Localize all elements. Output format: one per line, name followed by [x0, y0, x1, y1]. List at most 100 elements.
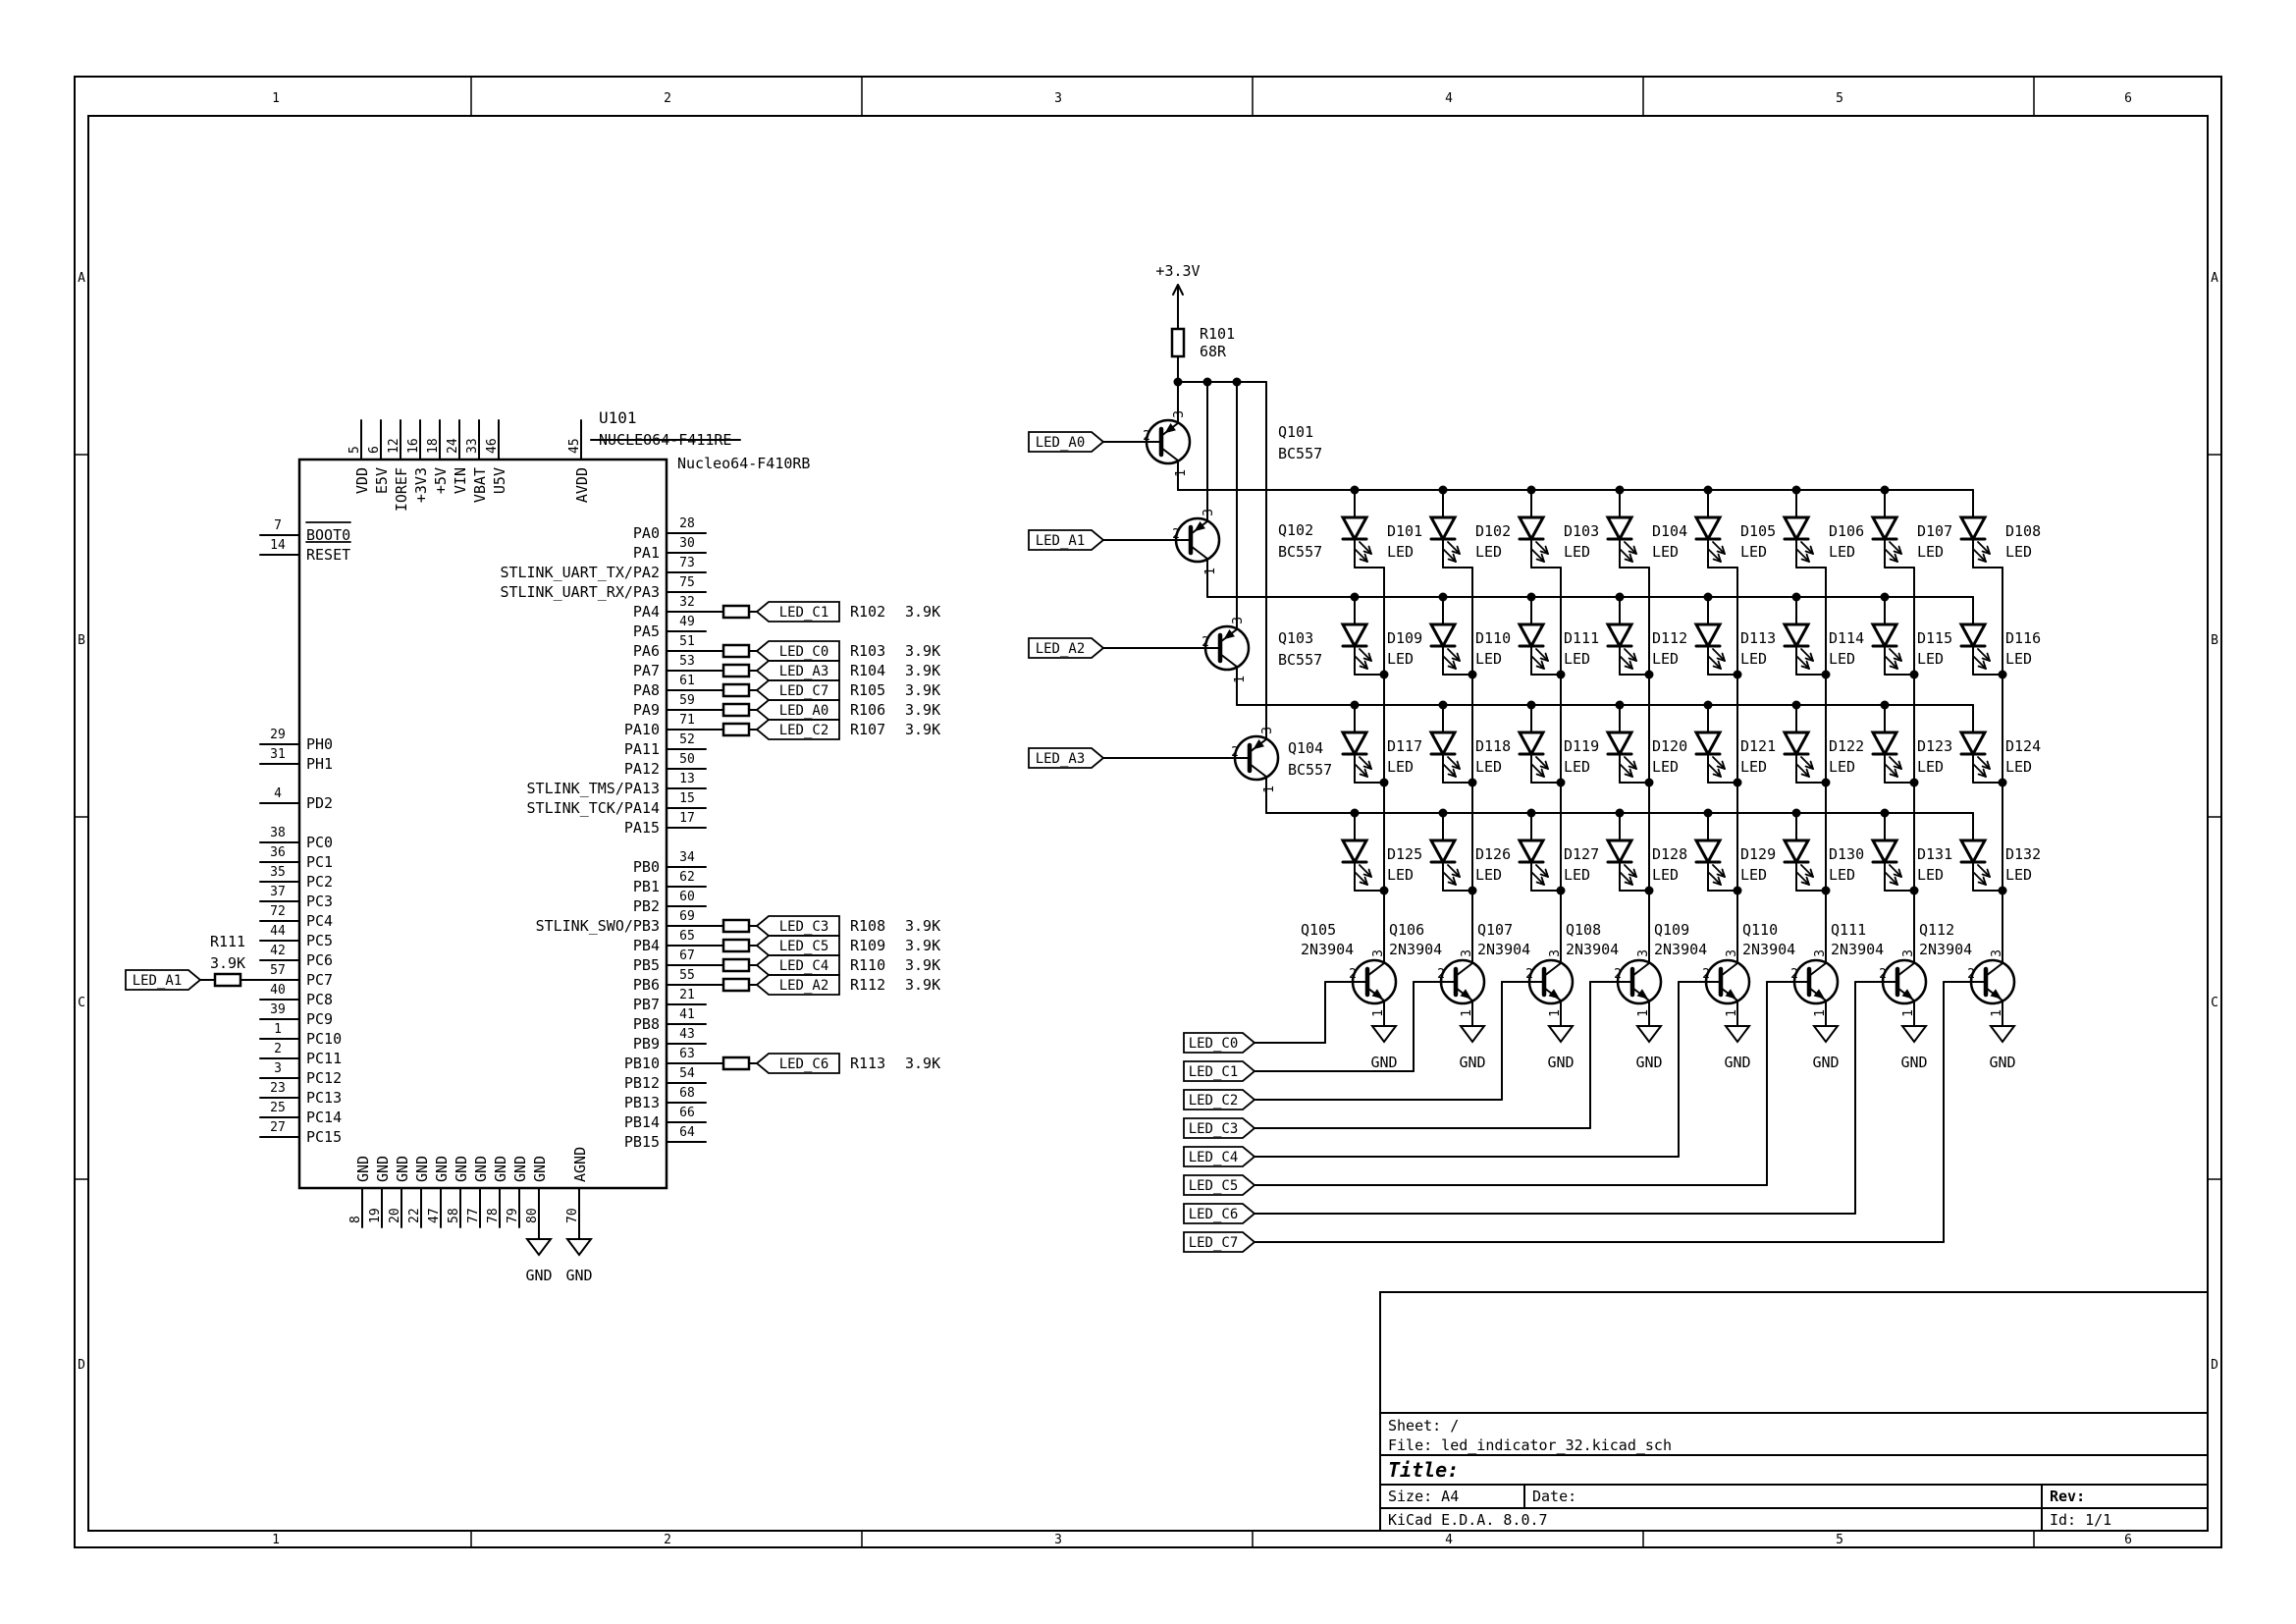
resistor-r110[interactable]: [721, 957, 751, 973]
gnd-symbol[interactable]: GND: [1989, 1025, 2016, 1071]
global-label-led_c2[interactable]: LED_C2: [1183, 1089, 1256, 1110]
mcu-body[interactable]: [297, 458, 668, 1190]
led-emission-arrow-icon: [1632, 868, 1637, 878]
global-label-led_c1[interactable]: LED_C1: [1183, 1060, 1256, 1082]
global-label-led_c4[interactable]: LED_C4: [755, 954, 840, 976]
resistor-r109[interactable]: [721, 938, 751, 953]
global-label-led_a0[interactable]: LED_A0: [1028, 431, 1105, 453]
global-label-led_c6[interactable]: LED_C6: [1183, 1203, 1256, 1224]
mcu-u101[interactable]: U101NUCLEO64-F411RENucleo64-F410RB5VDD6E…: [259, 408, 810, 1228]
global-label-led_a2[interactable]: LED_A2: [755, 974, 840, 996]
global-label-led_a2[interactable]: LED_A2: [1028, 637, 1105, 659]
led-emission-arrow-icon: [1540, 553, 1545, 563]
global-label-led_a0[interactable]: LED_A0: [755, 699, 840, 721]
resistor-r104[interactable]: [721, 663, 751, 678]
pin-name: GND: [433, 1156, 451, 1182]
led-triangle-icon: [1340, 839, 1369, 866]
gnd-symbol[interactable]: GND: [1370, 1025, 1398, 1071]
gnd-symbol[interactable]: GND: [1900, 1025, 1928, 1071]
global-label-led_c3[interactable]: LED_C3: [755, 915, 840, 937]
resistor-r101[interactable]: [1170, 327, 1186, 358]
resistor-r107[interactable]: [721, 722, 751, 737]
global-label-led_c2[interactable]: LED_C2: [755, 719, 840, 740]
global-label-led_c0[interactable]: LED_C0: [1183, 1032, 1256, 1054]
global-label-led_a1[interactable]: LED_A1: [1028, 529, 1105, 551]
resistor-r113[interactable]: [721, 1056, 751, 1071]
gnd-symbol[interactable]: GND: [1547, 1025, 1575, 1071]
global-label-led_c3[interactable]: LED_C3: [1183, 1117, 1256, 1139]
ref-r113: R113: [850, 1055, 885, 1072]
resistor-r106[interactable]: [721, 702, 751, 718]
global-label-led_a1[interactable]: LED_A1: [125, 969, 202, 991]
resistor-r105[interactable]: [721, 682, 751, 698]
global-label-led_c0[interactable]: LED_C0: [755, 640, 840, 662]
gnd-symbol[interactable]: GND: [1635, 1025, 1663, 1071]
resistor-r111[interactable]: [213, 972, 242, 988]
global-label-led_c4[interactable]: LED_C4: [1183, 1146, 1256, 1167]
pin-number: 1: [1813, 1009, 1828, 1017]
global-label-led_c7[interactable]: LED_C7: [1183, 1231, 1256, 1253]
global-label-led_c7[interactable]: LED_C7: [755, 679, 840, 701]
resistor-r108[interactable]: [721, 918, 751, 934]
global-label-led_c5[interactable]: LED_C5: [1183, 1174, 1256, 1196]
gnd-symbol[interactable]: GND: [1724, 1025, 1751, 1071]
resistor-r103[interactable]: [721, 643, 751, 659]
resistor-r102[interactable]: [721, 604, 751, 620]
global-label-led_c5[interactable]: LED_C5: [755, 935, 840, 956]
gnd-symbol[interactable]: GND: [1812, 1025, 1840, 1071]
global-label-led_c1[interactable]: LED_C1: [755, 601, 840, 623]
global-label-led_a3[interactable]: LED_A3: [755, 660, 840, 681]
resistor-r112[interactable]: [721, 977, 751, 993]
global-label-led_a3[interactable]: LED_A3: [1028, 747, 1105, 769]
gnd-symbol[interactable]: GND: [565, 1238, 593, 1284]
global-label-led_c6[interactable]: LED_C6: [755, 1053, 840, 1074]
gnd-symbol[interactable]: GND: [525, 1238, 553, 1284]
gnd-symbol[interactable]: GND: [1459, 1025, 1486, 1071]
